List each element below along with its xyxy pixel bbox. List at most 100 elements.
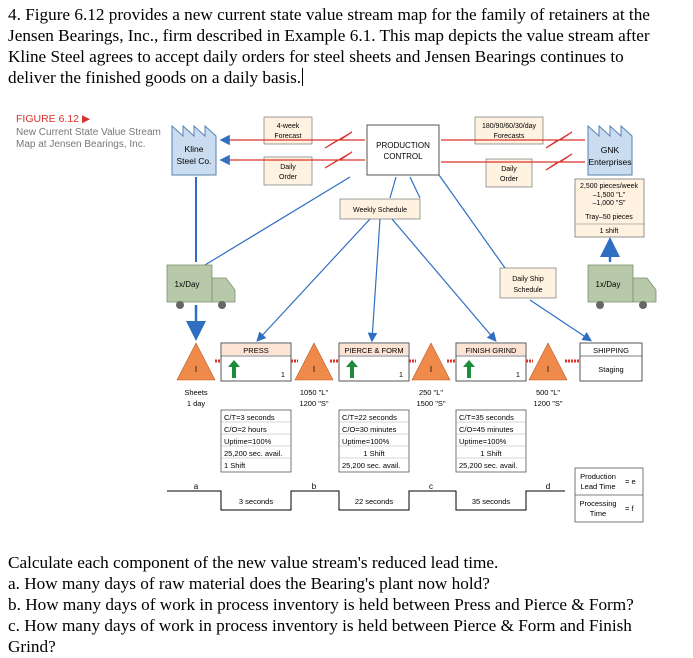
svg-text:1x/Day: 1x/Day: [175, 280, 200, 289]
svg-text:1200 "S": 1200 "S": [299, 399, 328, 408]
svg-text:c: c: [429, 482, 433, 491]
svg-text:–1,500 "L": –1,500 "L": [593, 192, 626, 199]
svg-text:1 Shift: 1 Shift: [480, 449, 502, 458]
question-b: b. How many days of work in process inve…: [8, 595, 634, 614]
svg-text:25,200 sec. avail.: 25,200 sec. avail.: [224, 449, 282, 458]
svg-text:Lead Time: Lead Time: [580, 482, 615, 491]
svg-text:= f: = f: [625, 504, 634, 513]
svg-text:= e: = e: [625, 477, 636, 486]
svg-text:Production: Production: [580, 472, 616, 481]
svg-text:b: b: [312, 482, 317, 491]
figure-label: FIGURE 6.12 ▶: [16, 113, 91, 125]
svg-text:C/O=2 hours: C/O=2 hours: [224, 425, 267, 434]
svg-text:35 seconds: 35 seconds: [472, 497, 511, 506]
svg-text:PRESS: PRESS: [243, 346, 268, 355]
svg-text:25,200 sec. avail.: 25,200 sec. avail.: [459, 461, 517, 470]
svg-text:1 shift: 1 shift: [600, 228, 619, 235]
svg-text:d: d: [546, 482, 550, 491]
svg-text:1200 "S": 1200 "S": [533, 399, 562, 408]
svg-text:I: I: [430, 365, 432, 374]
svg-text:Uptime=100%: Uptime=100%: [224, 437, 272, 446]
truck-right: 1x/Day: [587, 264, 657, 309]
question-c: c. How many days of work in process inve…: [8, 616, 632, 635]
timeline: a b c d 3 seconds 22 seconds 35 seconds: [167, 482, 565, 511]
info-order-left: Daily Order: [263, 156, 313, 186]
supplier-name-2: Steel Co.: [177, 156, 212, 166]
info-order-right: Daily Order: [485, 158, 533, 188]
text-cursor: [302, 68, 304, 86]
svg-text:1050 "L": 1050 "L": [300, 388, 329, 397]
svg-text:I: I: [195, 365, 197, 374]
inventory-triangles: I I I I: [176, 342, 568, 381]
question-calc: Calculate each component of the new valu…: [8, 553, 499, 572]
svg-text:4-week: 4-week: [277, 123, 300, 130]
svg-text:Uptime=100%: Uptime=100%: [459, 437, 507, 446]
svg-text:Staging: Staging: [598, 365, 623, 374]
svg-text:SHIPPING: SHIPPING: [593, 346, 629, 355]
svg-text:2,500 pieces/week: 2,500 pieces/week: [580, 183, 638, 190]
svg-text:22 seconds: 22 seconds: [355, 497, 394, 506]
electronic-info-lines: [219, 131, 585, 171]
question-intro: 4. Figure 6.12 provides a new current st…: [8, 4, 692, 88]
svg-text:1x/Day: 1x/Day: [596, 280, 621, 289]
svg-text:C/T=35 seconds: C/T=35 seconds: [459, 413, 514, 422]
svg-text:Time: Time: [590, 509, 606, 518]
truck-left: 1x/Day: [166, 264, 236, 309]
inventory-labels: Sheets 1 day 1050 "L" 1200 "S" 250 "L" 1…: [184, 388, 563, 408]
svg-text:1: 1: [516, 372, 520, 379]
supplier-factory: Kline Steel Co.: [171, 124, 217, 176]
svg-text:Uptime=100%: Uptime=100%: [342, 437, 390, 446]
svg-text:PRODUCTION: PRODUCTION: [376, 141, 430, 150]
svg-text:3 seconds: 3 seconds: [239, 497, 273, 506]
svg-text:C/T=3 seconds: C/T=3 seconds: [224, 413, 275, 422]
intro-line-2: Jensen Bearings, Inc., firm described in…: [8, 26, 650, 45]
svg-text:1: 1: [399, 372, 403, 379]
svg-text:CONTROL: CONTROL: [383, 152, 423, 161]
schedule-arrows: [199, 174, 592, 343]
process-shipping: SHIPPING Staging: [579, 342, 643, 382]
customer-name-1: GNK: [601, 145, 620, 155]
svg-text:25,200 sec. avail.: 25,200 sec. avail.: [342, 461, 400, 470]
svg-text:1 day: 1 day: [187, 399, 206, 408]
intro-line-3: Kline Steel agrees to accept daily order…: [8, 47, 624, 66]
production-control-box: PRODUCTION CONTROL: [366, 124, 440, 176]
svg-text:FINISH GRIND: FINISH GRIND: [466, 346, 517, 355]
svg-text:I: I: [313, 365, 315, 374]
svg-text:C/O=30 minutes: C/O=30 minutes: [342, 425, 397, 434]
customer-data-box: 2,500 pieces/week –1,500 "L" –1,000 "S" …: [574, 178, 645, 238]
svg-text:Schedule: Schedule: [513, 287, 542, 294]
svg-text:1: 1: [281, 372, 285, 379]
question-a: a. How many days of raw material does th…: [8, 574, 490, 593]
process-finish-grind: FINISH GRIND 1: [455, 342, 527, 382]
customer-factory: GNK Enterprises: [587, 124, 633, 176]
svg-text:1 Shift: 1 Shift: [363, 449, 385, 458]
svg-text:250 "L": 250 "L": [419, 388, 443, 397]
svg-text:C/T=22 seconds: C/T=22 seconds: [342, 413, 397, 422]
process-press: PRESS 1: [220, 342, 292, 382]
svg-text:Order: Order: [500, 176, 519, 183]
weekly-schedule-box: Weekly Schedule: [339, 198, 421, 220]
shipment-arrows: [186, 177, 620, 341]
push-arrows: [215, 359, 580, 378]
svg-text:a: a: [194, 482, 199, 491]
svg-text:1 Shift: 1 Shift: [224, 461, 246, 470]
svg-text:I: I: [547, 365, 549, 374]
svg-text:Daily Ship: Daily Ship: [512, 276, 544, 283]
svg-text:C/O=45 minutes: C/O=45 minutes: [459, 425, 514, 434]
svg-text:Daily: Daily: [280, 164, 296, 171]
svg-text:Order: Order: [279, 174, 298, 181]
process-pierce-form: PIERCE & FORM 1: [338, 342, 410, 382]
lead-time-summary: Production Lead Time = e Processing Time…: [574, 467, 644, 523]
svg-text:Sheets: Sheets: [184, 388, 208, 397]
svg-text:Weekly Schedule: Weekly Schedule: [353, 207, 407, 214]
question-parts: Calculate each component of the new valu…: [8, 552, 692, 657]
daily-ship-schedule-box: Daily Ship Schedule: [499, 267, 557, 299]
svg-text:PIERCE & FORM: PIERCE & FORM: [344, 346, 403, 355]
svg-text:Daily: Daily: [501, 166, 517, 173]
supplier-name-1: Kline: [185, 144, 204, 154]
svg-text:–1,000 "S": –1,000 "S": [593, 200, 627, 207]
svg-text:Tray–50 pieces: Tray–50 pieces: [585, 214, 633, 221]
svg-text:Processing: Processing: [579, 499, 616, 508]
svg-text:Forecast: Forecast: [274, 133, 301, 140]
